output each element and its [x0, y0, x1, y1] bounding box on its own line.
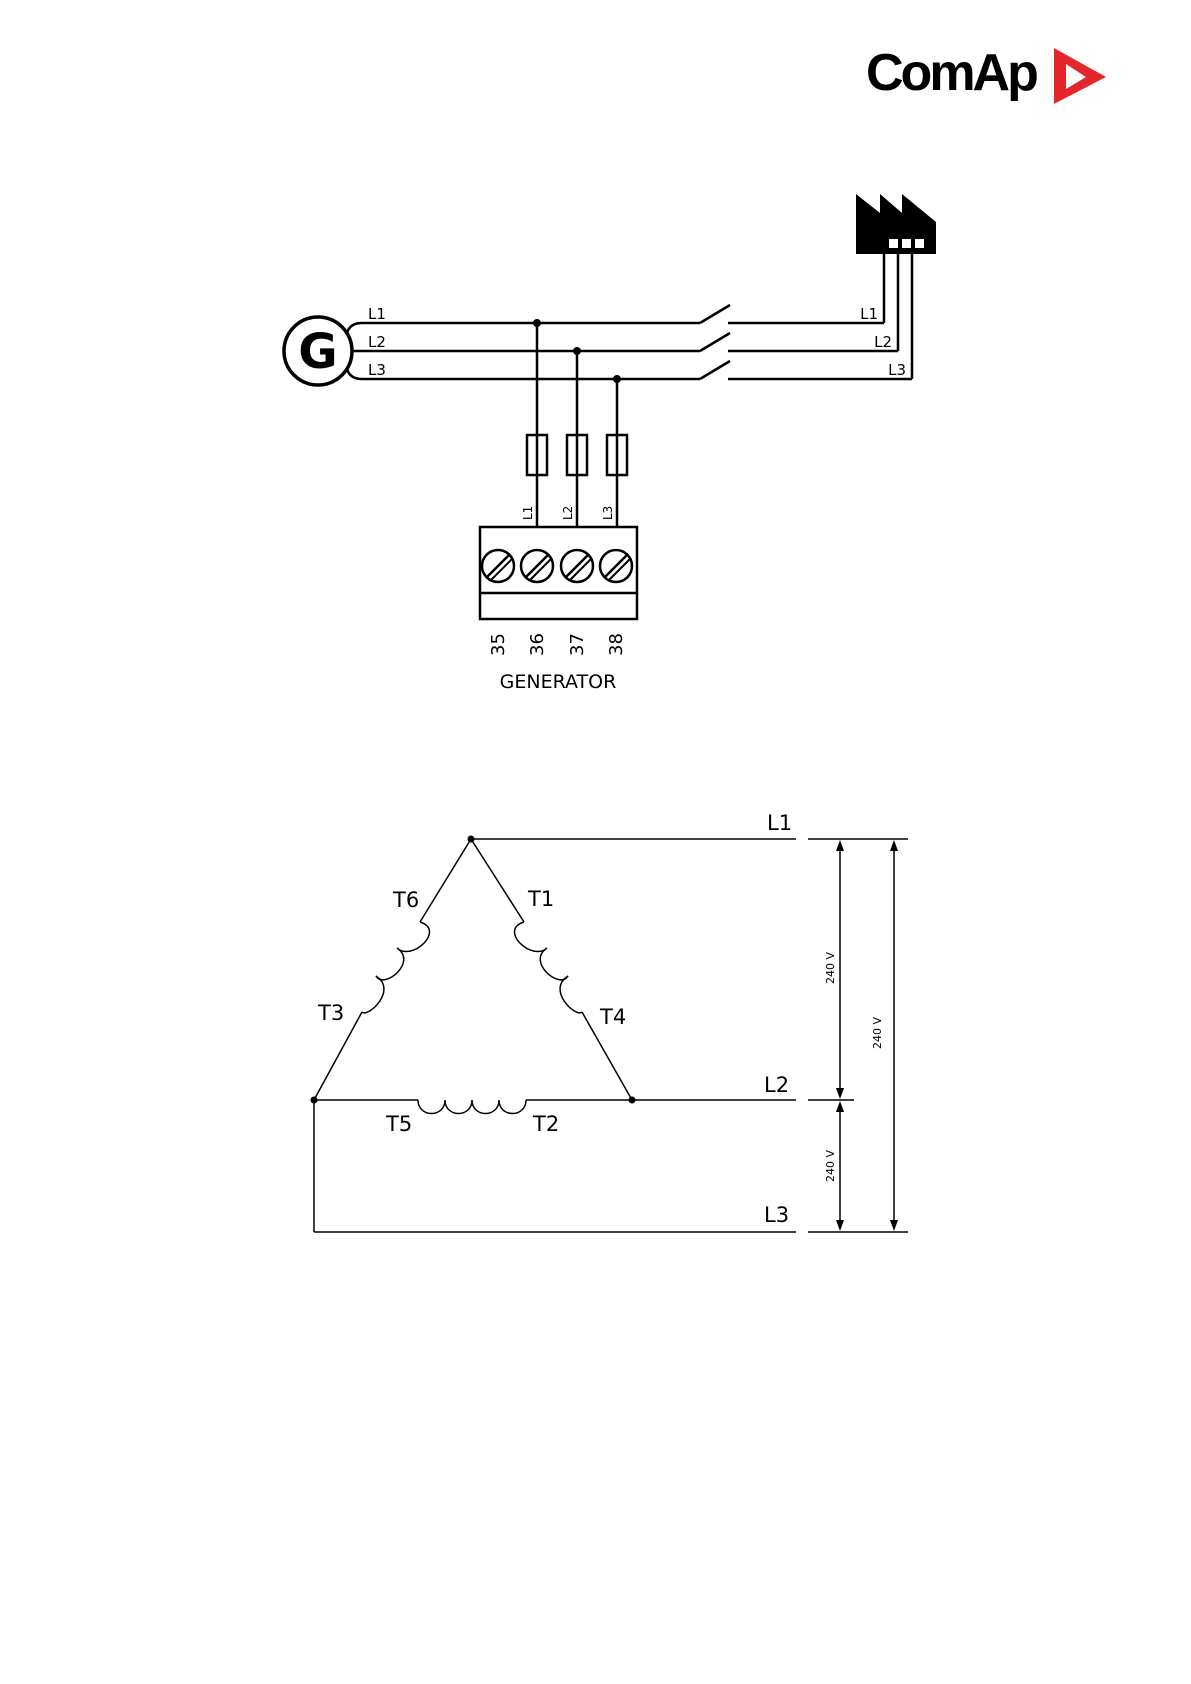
delta-junction-dots [311, 836, 636, 1104]
factory-icon [856, 194, 936, 254]
load-line-label-l1: L1 [860, 305, 878, 323]
terminal-number-36: 36 [527, 633, 548, 656]
breaker-contact-l2 [700, 333, 730, 351]
breaker-contact-l3 [700, 361, 730, 379]
winding-label-t6: T6 [392, 888, 419, 912]
top-wiring [284, 248, 912, 619]
coil-left [362, 922, 430, 1013]
winding-label-t5: T5 [385, 1112, 412, 1136]
delta-line-label-l2: L2 [764, 1073, 789, 1097]
winding-label-t1: T1 [527, 887, 554, 911]
terminal-block [480, 527, 637, 619]
coil-bottom [418, 1100, 526, 1114]
voltage-label-l2-l3: 240 V [824, 1150, 837, 1182]
dimension-arrowheads [836, 840, 898, 1231]
source-line-label-l1: L1 [368, 305, 386, 323]
source-line-label-l2: L2 [368, 333, 386, 351]
terminal-block-label: GENERATOR [500, 671, 617, 693]
terminal-screws [482, 550, 632, 582]
load-line-label-l3: L3 [888, 361, 906, 379]
breaker-contact-l1 [700, 305, 730, 323]
coil-right [514, 922, 582, 1013]
fuse-label-l1: L1 [521, 506, 535, 520]
generator-symbol: G [298, 324, 337, 380]
fuse-label-l2: L2 [561, 506, 575, 520]
winding-label-t3: T3 [317, 1001, 344, 1025]
source-line-label-l3: L3 [368, 361, 386, 379]
fuse-label-l3: L3 [601, 506, 615, 520]
voltage-label-l1-l2: 240 V [824, 952, 837, 984]
terminal-number-35: 35 [488, 633, 509, 656]
load-line-label-l2: L2 [874, 333, 892, 351]
terminal-number-37: 37 [567, 633, 588, 656]
logo-text: ComAp [866, 44, 1037, 102]
screw-38 [600, 550, 632, 582]
screw-35 [482, 550, 514, 582]
screw-37 [561, 550, 593, 582]
delta-line-label-l1: L1 [767, 811, 792, 835]
logo-arrow-icon [1054, 48, 1106, 104]
winding-label-t2: T2 [532, 1112, 559, 1136]
comap-logo: ComAp [866, 44, 1106, 104]
winding-label-t4: T4 [599, 1005, 626, 1029]
screw-36 [521, 550, 553, 582]
voltage-label-l1-l3: 240 V [871, 1017, 884, 1049]
terminal-number-38: 38 [606, 633, 627, 656]
delta-line-label-l3: L3 [764, 1203, 789, 1227]
